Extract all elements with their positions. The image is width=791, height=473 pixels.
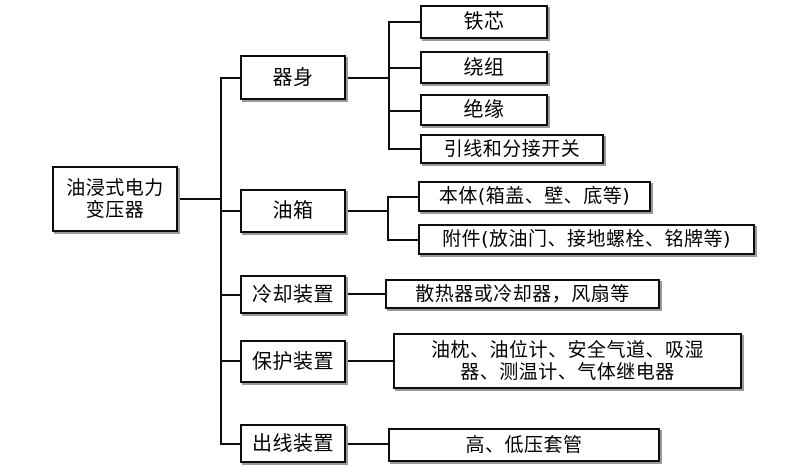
edge-qishen-out	[345, 77, 390, 79]
node-branch-qishen-label: 器身	[272, 64, 314, 89]
node-branch-baohu[interactable]: 保护装置	[240, 340, 346, 383]
node-branch-qishen[interactable]: 器身	[240, 55, 346, 100]
edge-main-trunk	[220, 78, 222, 444]
edge-qishen-to-tiexin	[388, 21, 421, 23]
node-leaf-taoguan-label: 高、低压套管	[465, 433, 583, 456]
node-root[interactable]: 油浸式电力 变压器	[52, 166, 178, 232]
node-leaf-benti[interactable]: 本体(箱盖、壁、底等)	[418, 181, 651, 212]
node-leaf-baohu-items[interactable]: 油枕、油位计、安全气道、吸湿 器、测温计、气体继电器	[393, 333, 742, 389]
edge-lengque-to-leaf	[345, 293, 387, 295]
node-leaf-yinxian-label: 引线和分接开关	[443, 137, 581, 160]
node-leaf-tiexin-label: 铁芯	[463, 9, 505, 34]
node-leaf-tiexin[interactable]: 铁芯	[420, 5, 548, 39]
node-root-label: 油浸式电力 变压器	[66, 176, 164, 221]
edge-trunk-to-lengque	[220, 294, 242, 296]
node-leaf-jueyuan[interactable]: 绝缘	[420, 94, 548, 126]
node-leaf-sanreqi-label: 散热器或冷却器，风扇等	[415, 282, 630, 305]
node-branch-lengque-label: 冷却装置	[252, 281, 334, 306]
edge-baohu-to-leaf	[345, 360, 395, 362]
node-branch-chuxian[interactable]: 出线装置	[240, 424, 346, 463]
edge-qishen-to-yinxian	[388, 148, 421, 150]
edge-trunk-to-baohu	[220, 360, 242, 362]
node-leaf-sanreqi[interactable]: 散热器或冷却器，风扇等	[385, 279, 660, 309]
edge-trunk-to-chuxian	[220, 443, 242, 445]
node-branch-youxiang[interactable]: 油箱	[240, 189, 346, 233]
edge-youxiang-subtrunk	[387, 196, 389, 241]
edge-root-stub	[178, 198, 222, 200]
node-leaf-baohu-items-label: 油枕、油位计、安全气道、吸湿 器、测温计、气体继电器	[430, 338, 704, 383]
edge-qishen-to-jueyuan	[388, 110, 421, 112]
edge-trunk-to-youxiang	[220, 210, 242, 212]
node-leaf-fujian[interactable]: 附件(放油门、接地螺栓、铭牌等)	[418, 224, 755, 255]
edge-qishen-to-raozu	[388, 67, 421, 69]
edge-youxiang-to-benti	[387, 196, 419, 198]
node-branch-chuxian-label: 出线装置	[252, 430, 334, 455]
node-leaf-fujian-label: 附件(放油门、接地螺栓、铭牌等)	[442, 228, 731, 251]
node-leaf-benti-label: 本体(箱盖、壁、底等)	[438, 185, 631, 208]
edge-chuxian-to-leaf	[345, 443, 390, 445]
edge-qishen-subtrunk	[388, 21, 390, 149]
node-leaf-raozu-label: 绕组	[463, 54, 505, 79]
edge-youxiang-to-fujian	[387, 239, 419, 241]
edge-trunk-to-qishen	[220, 77, 242, 79]
node-branch-youxiang-label: 油箱	[272, 198, 314, 223]
node-leaf-raozu[interactable]: 绕组	[420, 51, 548, 84]
edge-youxiang-out	[345, 210, 389, 212]
node-branch-baohu-label: 保护装置	[252, 348, 334, 373]
node-branch-lengque[interactable]: 冷却装置	[240, 275, 346, 314]
node-leaf-jueyuan-label: 绝缘	[463, 97, 505, 122]
node-leaf-yinxian[interactable]: 引线和分接开关	[420, 134, 604, 164]
node-leaf-taoguan[interactable]: 高、低压套管	[388, 428, 660, 462]
